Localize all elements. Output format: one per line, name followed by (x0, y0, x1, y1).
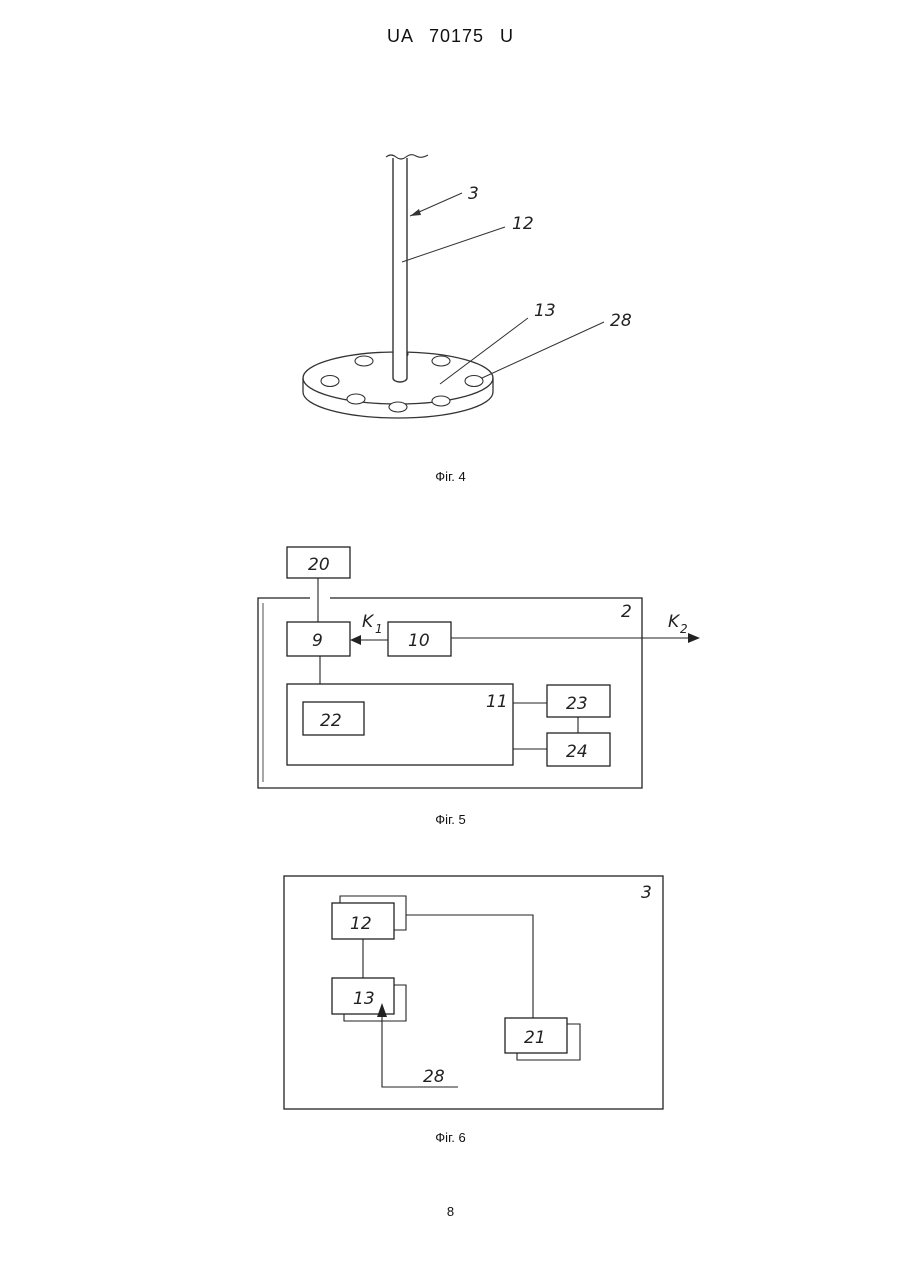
label-3-frame: 3 (641, 883, 652, 903)
label-23: 23 (566, 694, 588, 714)
figure-6-drawing (284, 876, 663, 1109)
label-3: 3 (468, 184, 479, 204)
figure-4-caption: Фіг. 4 (0, 469, 901, 484)
k1-arrow (350, 635, 361, 645)
leader-12 (402, 227, 505, 262)
label-28-line: 28 (423, 1067, 445, 1087)
label-k1: K (362, 612, 375, 632)
figure-4-drawing: 3 12 13 28 (303, 155, 632, 418)
label-22: 22 (320, 711, 342, 731)
label-13-block: 13 (353, 989, 375, 1009)
link-12-21 (406, 915, 533, 1018)
label-10: 10 (408, 631, 430, 651)
leader-13 (440, 318, 528, 384)
label-21: 21 (524, 1028, 546, 1048)
label-20: 20 (308, 555, 330, 575)
label-12: 12 (512, 214, 534, 234)
page-number: 8 (0, 1204, 901, 1219)
label-13: 13 (534, 301, 556, 321)
rod (393, 158, 407, 382)
label-2: 2 (621, 602, 632, 622)
leader-3-arrow (410, 209, 421, 216)
figure-5-caption: Фіг. 5 (0, 812, 901, 827)
label-11: 11 (486, 692, 508, 712)
figure-5-drawing (258, 547, 700, 788)
label-9: 9 (312, 631, 323, 651)
k2-arrow (688, 633, 700, 643)
figure-6-caption: Фіг. 6 (0, 1130, 901, 1145)
figure-5-labels: 20 9 10 11 22 23 24 2 K 1 K 2 (308, 555, 688, 762)
line-28 (382, 1012, 458, 1087)
label-k1-sub: 1 (375, 622, 383, 636)
leader-28 (482, 322, 604, 378)
label-12-block: 12 (350, 914, 372, 934)
label-28: 28 (610, 311, 632, 331)
label-k2-sub: 2 (680, 622, 688, 636)
label-24: 24 (566, 742, 588, 762)
